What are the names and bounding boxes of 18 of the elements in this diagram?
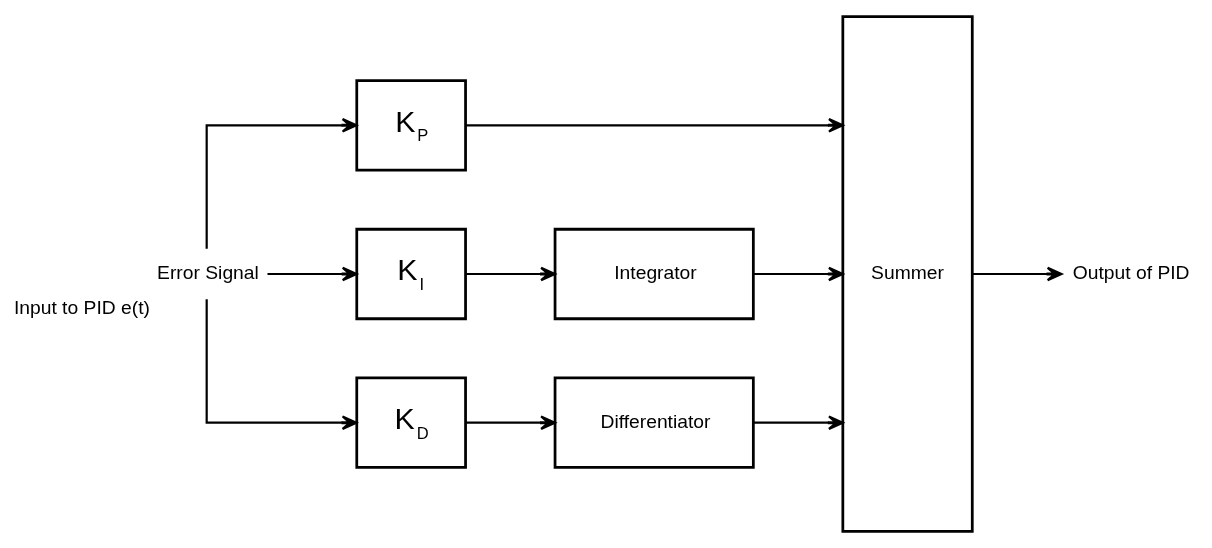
node-box: Summer [841, 15, 974, 533]
node-box: K$_{P}$ [355, 79, 467, 172]
node-text: Output of PID [1072, 262, 1190, 284]
arrow [972, 266, 1063, 282]
node-box: K$_{D}$ [355, 376, 467, 469]
arrow [267, 266, 358, 282]
arrow [465, 118, 844, 133]
node-text: Error Signal [157, 262, 259, 284]
arrow [205, 299, 358, 430]
node-label: Input to PID e(t) [13, 297, 150, 319]
node-box: K$_{I}$ [355, 227, 467, 321]
arrow [205, 118, 358, 249]
node-box: Differentiator [553, 376, 755, 469]
arrow [465, 415, 556, 430]
arrow [753, 415, 844, 430]
arrow [465, 266, 556, 282]
node-box: Integrator [553, 227, 755, 321]
arrow [753, 266, 844, 282]
